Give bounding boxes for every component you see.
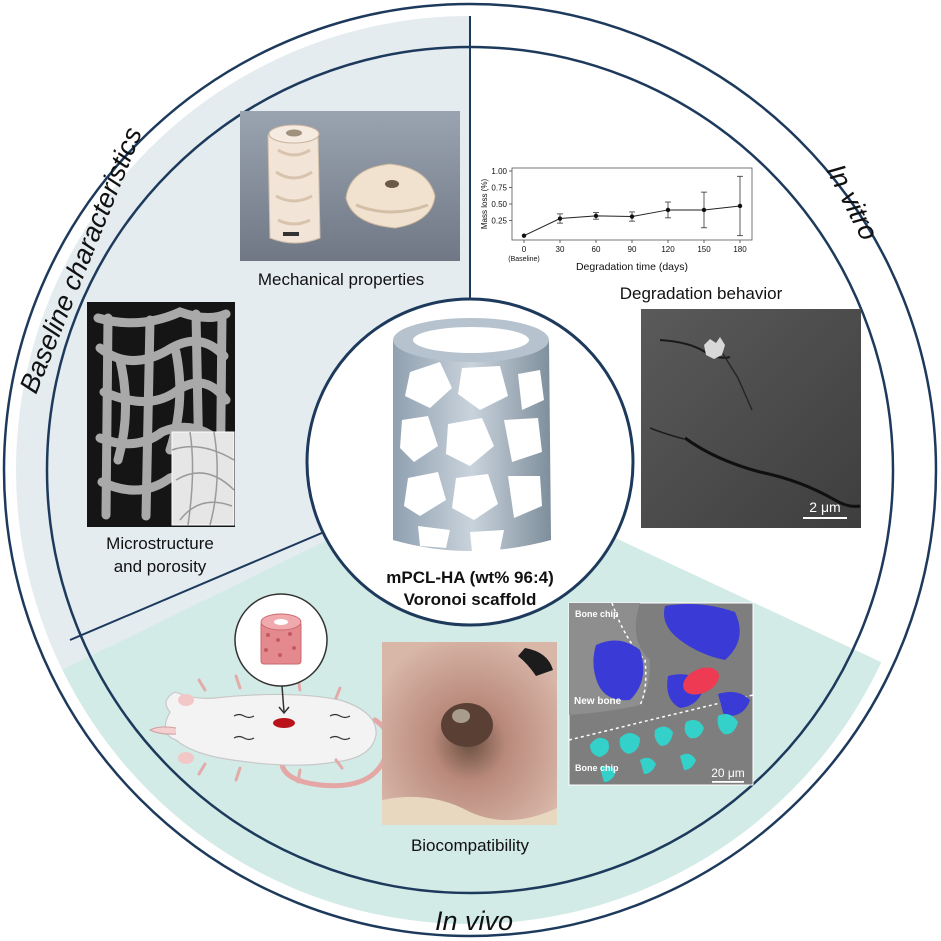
biocompat-label: Biocompatibility [411,836,530,855]
mechanical-photo [240,111,460,261]
micro-label-line2: and porosity [114,557,207,576]
red-cell [683,667,719,695]
mechanical-label: Mechanical properties [258,270,424,289]
sem-image: 2 μm [641,309,861,528]
surgery-photo [382,642,557,825]
invivo-arc-title: In vivo [435,906,513,936]
histo-label-top: Bone chip [575,609,619,619]
chart-xtick-label: 0 [522,245,527,254]
chart-data-point [557,216,563,221]
chart-ytick-label: 0.50 [491,200,507,209]
chart-xtick-label: 120 [661,245,675,254]
chart-data-point [737,203,743,209]
histology-image: Bone chip New bone Bone chip 20 μm [568,602,754,786]
chart-data-point [701,207,707,213]
microstructure-image [87,302,235,527]
histo-scalebar-bar [712,781,744,783]
rat-illustration [148,593,392,789]
center-title-line2: Voronoi scaffold [404,590,537,609]
chart-data-point [629,214,635,219]
inner-ring [45,45,895,895]
chart-data-point [521,233,527,238]
histo-label-bottom: Bone chip [575,763,619,773]
chart-xtick-label: 180 [733,245,747,254]
degradation-label: Degradation behavior [620,284,783,303]
chart-ytick-label: 1.00 [491,167,507,176]
chart-data-point [665,207,671,213]
chart-xtick-label: 30 [556,245,565,254]
histo-label-middle: New bone [574,696,622,707]
sem-scalebar-label: 2 μm [809,499,840,515]
chart-xtick-label: 90 [628,245,637,254]
sem-scalebar-bar [803,517,847,519]
degradation-chart: Mass loss (%) Degradation time (days) (B… [480,167,753,273]
chart-xtick-label: 150 [697,245,711,254]
voronoi-scaffold-render [393,318,551,552]
implant-site [273,718,295,728]
chart-data-point [593,213,599,219]
chart-ylabel: Mass loss (%) [480,179,489,230]
center-title-line1: mPCL-HA (wt% 96:4) [386,568,554,587]
chart-plot-area [511,167,753,241]
chart-xtick-sub: (Baseline) [508,256,540,263]
histo-scalebar-label: 20 μm [711,766,745,780]
chart-ytick-label: 0.25 [491,217,507,226]
micro-label-line1: Microstructure [106,534,214,553]
chart-xtick-label: 60 [592,245,601,254]
chart-ytick-label: 0.75 [491,184,507,193]
chart-xlabel: Degradation time (days) [576,261,688,273]
